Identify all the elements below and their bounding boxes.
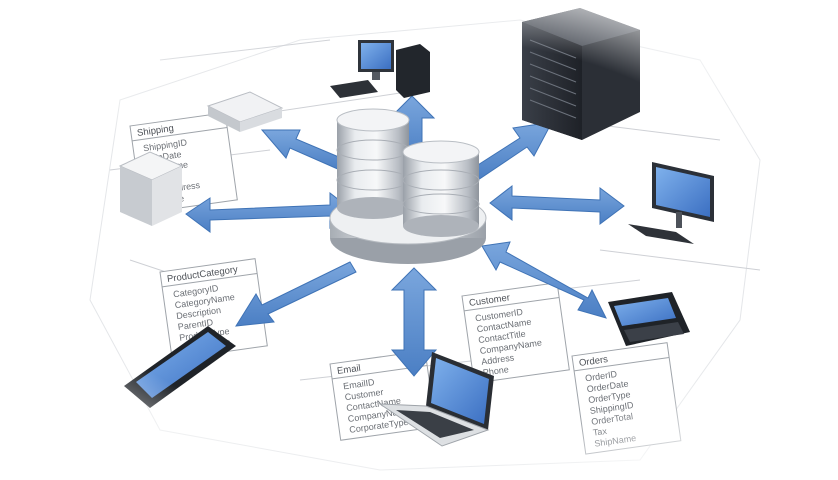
data-network-diagram: CustomerCustomerIDContactNameContactTitl…	[0, 0, 838, 480]
vignette	[0, 0, 838, 480]
